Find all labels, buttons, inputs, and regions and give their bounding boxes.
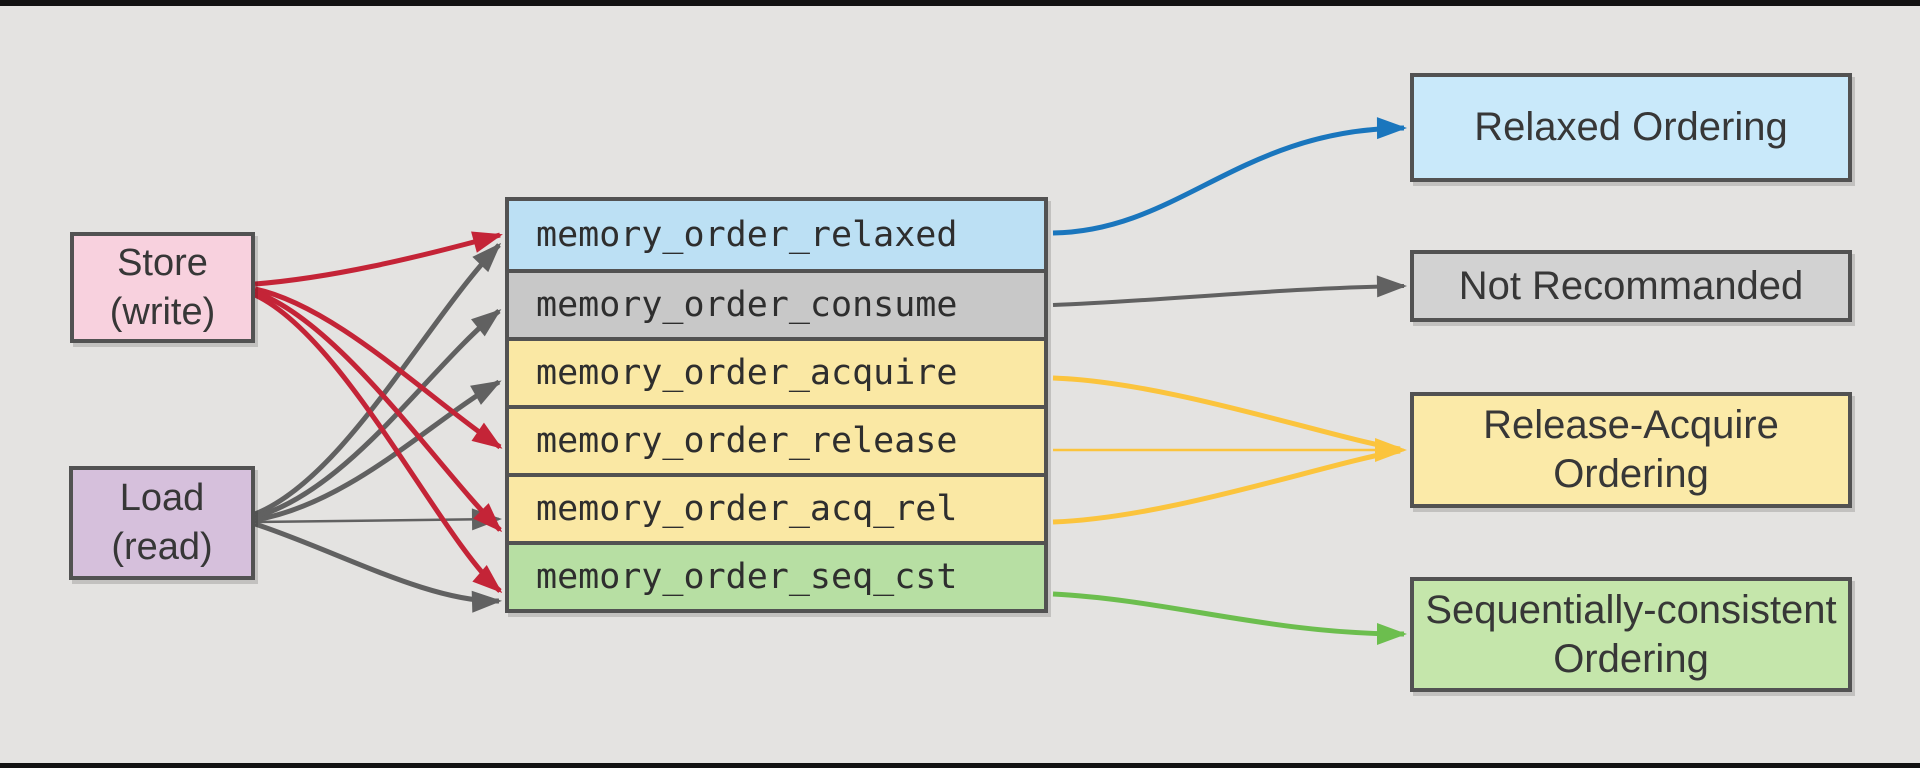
edge-seq-cst-to-sequentially-consistent	[1052, 591, 1407, 645]
memory-order-seq-cst-label: memory_order_seq_cst	[536, 557, 958, 597]
memory-order-consume-box: memory_order_consume	[509, 269, 1044, 337]
edge-store-to-seq-cst	[253, 292, 503, 593]
memory-order-stack: memory_order_relaxed memory_order_consum…	[505, 197, 1048, 613]
edge-acquire-to-release-acquire	[1052, 375, 1401, 452]
release-acquire-ordering-box: Release-Acquire Ordering	[1410, 392, 1852, 508]
memory-order-relaxed-label: memory_order_relaxed	[536, 215, 958, 255]
edge-load-to-acq-rel	[254, 508, 502, 531]
edge-store-to-acq-rel	[254, 289, 503, 533]
memory-order-seq-cst-box: memory_order_seq_cst	[509, 541, 1044, 609]
top-border-band	[0, 0, 1920, 6]
store-box: Store (write)	[70, 232, 255, 343]
edge-load-to-seq-cst	[254, 521, 502, 613]
release-acquire-ordering-label: Release-Acquire Ordering	[1483, 403, 1779, 496]
sequentially-consistent-ordering-box: Sequentially-consistent Ordering	[1410, 577, 1852, 692]
sequentially-consistent-ordering-label: Sequentially-consistent Ordering	[1425, 587, 1837, 681]
edge-load-to-relaxed	[254, 242, 502, 517]
memory-order-release-box: memory_order_release	[509, 405, 1044, 473]
store-sublabel: (write)	[109, 290, 216, 333]
edge-load-to-consume	[254, 309, 502, 520]
edge-relaxed-to-relaxed-ordering	[1052, 117, 1407, 236]
edge-load-to-acquire	[254, 379, 502, 523]
edge-store-to-relaxed	[254, 231, 503, 287]
store-label: Store	[117, 241, 208, 284]
memory-order-acq-rel-label: memory_order_acq_rel	[536, 489, 958, 529]
memory-order-acquire-label: memory_order_acquire	[536, 353, 958, 393]
not-recommanded-box: Not Recommanded	[1410, 250, 1852, 322]
bottom-border-band	[0, 763, 1920, 768]
not-recommanded-label: Not Recommanded	[1458, 263, 1804, 308]
load-label: Load	[119, 477, 205, 520]
memory-order-acq-rel-box: memory_order_acq_rel	[509, 473, 1044, 541]
edge-consume-to-not-recommanded	[1052, 275, 1407, 307]
memory-order-release-label: memory_order_release	[536, 421, 958, 461]
edge-store-to-release	[254, 286, 503, 450]
memory-order-relaxed-box: memory_order_relaxed	[509, 201, 1044, 269]
relaxed-ordering-label: Relaxed Ordering	[1474, 105, 1788, 150]
memory-order-acquire-box: memory_order_acquire	[509, 337, 1044, 405]
load-sublabel: (read)	[111, 526, 213, 568]
edge-acq-rel-to-release-acquire	[1052, 448, 1401, 525]
load-box: Load (read)	[69, 466, 255, 580]
relaxed-ordering-box: Relaxed Ordering	[1410, 73, 1852, 182]
memory-order-consume-label: memory_order_consume	[536, 285, 958, 325]
